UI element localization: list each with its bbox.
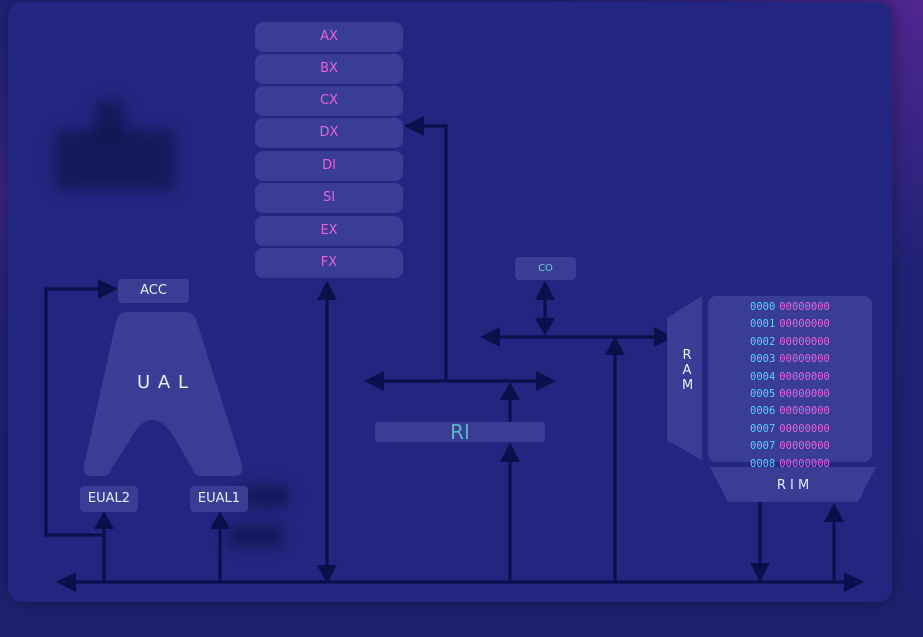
ri-register: RI (375, 422, 545, 442)
register-bx: BX (255, 54, 403, 84)
ram-value: 00000000 (779, 301, 830, 313)
ram-address: 0006 (750, 405, 776, 418)
ram-address: 0001 (750, 318, 776, 331)
ram-address: 0002 (750, 335, 776, 348)
ram-value: 00000000 (779, 457, 830, 470)
register-cx: CX (255, 86, 403, 116)
ram-value: 00000000 (779, 387, 830, 400)
rim-block (710, 467, 876, 502)
ram-label-letter: A (682, 363, 692, 378)
ram-address: 0007 (750, 440, 776, 453)
ram-address: 0008 (750, 457, 776, 470)
blurred-shape (240, 485, 290, 507)
ram-address: 0004 (750, 370, 776, 383)
ual-block (83, 312, 243, 476)
ram-label-letter: R (682, 348, 692, 363)
register-di: DI (255, 151, 403, 181)
ram-value: 00000000 (779, 353, 830, 366)
register-si: SI (255, 183, 403, 213)
rim-label: R I M (776, 478, 810, 493)
ram-value: 00000000 (779, 370, 830, 383)
eual2-register: EUAL2 (80, 486, 138, 512)
ram-value: 00000000 (779, 405, 830, 418)
blurred-shape (55, 130, 175, 190)
ram-value: 00000000 (779, 318, 830, 331)
eual1-register: EUAL1 (190, 486, 248, 512)
acc-register: ACC (118, 279, 189, 303)
ram-side-block (667, 296, 702, 460)
ram-label-letter: M (682, 378, 694, 393)
ram-label: R A M (682, 348, 694, 393)
ual-label: U A L (137, 372, 189, 393)
ram-address: 0000 (750, 301, 776, 313)
ram-address: 0007 (750, 422, 776, 435)
register-dx: DX (255, 118, 403, 148)
blurred-shape (228, 525, 283, 547)
ram-address: 0003 (750, 353, 776, 366)
register-ax: AX (255, 22, 403, 52)
register-ex: EX (255, 216, 403, 246)
co-register: CO (515, 257, 576, 280)
blurred-shape (95, 100, 125, 140)
ram-value: 00000000 (779, 335, 830, 348)
ram-value: 00000000 (779, 440, 830, 453)
ram-address: 0005 (750, 387, 776, 400)
ram-value: 00000000 (779, 422, 830, 435)
register-fx: FX (255, 248, 403, 278)
